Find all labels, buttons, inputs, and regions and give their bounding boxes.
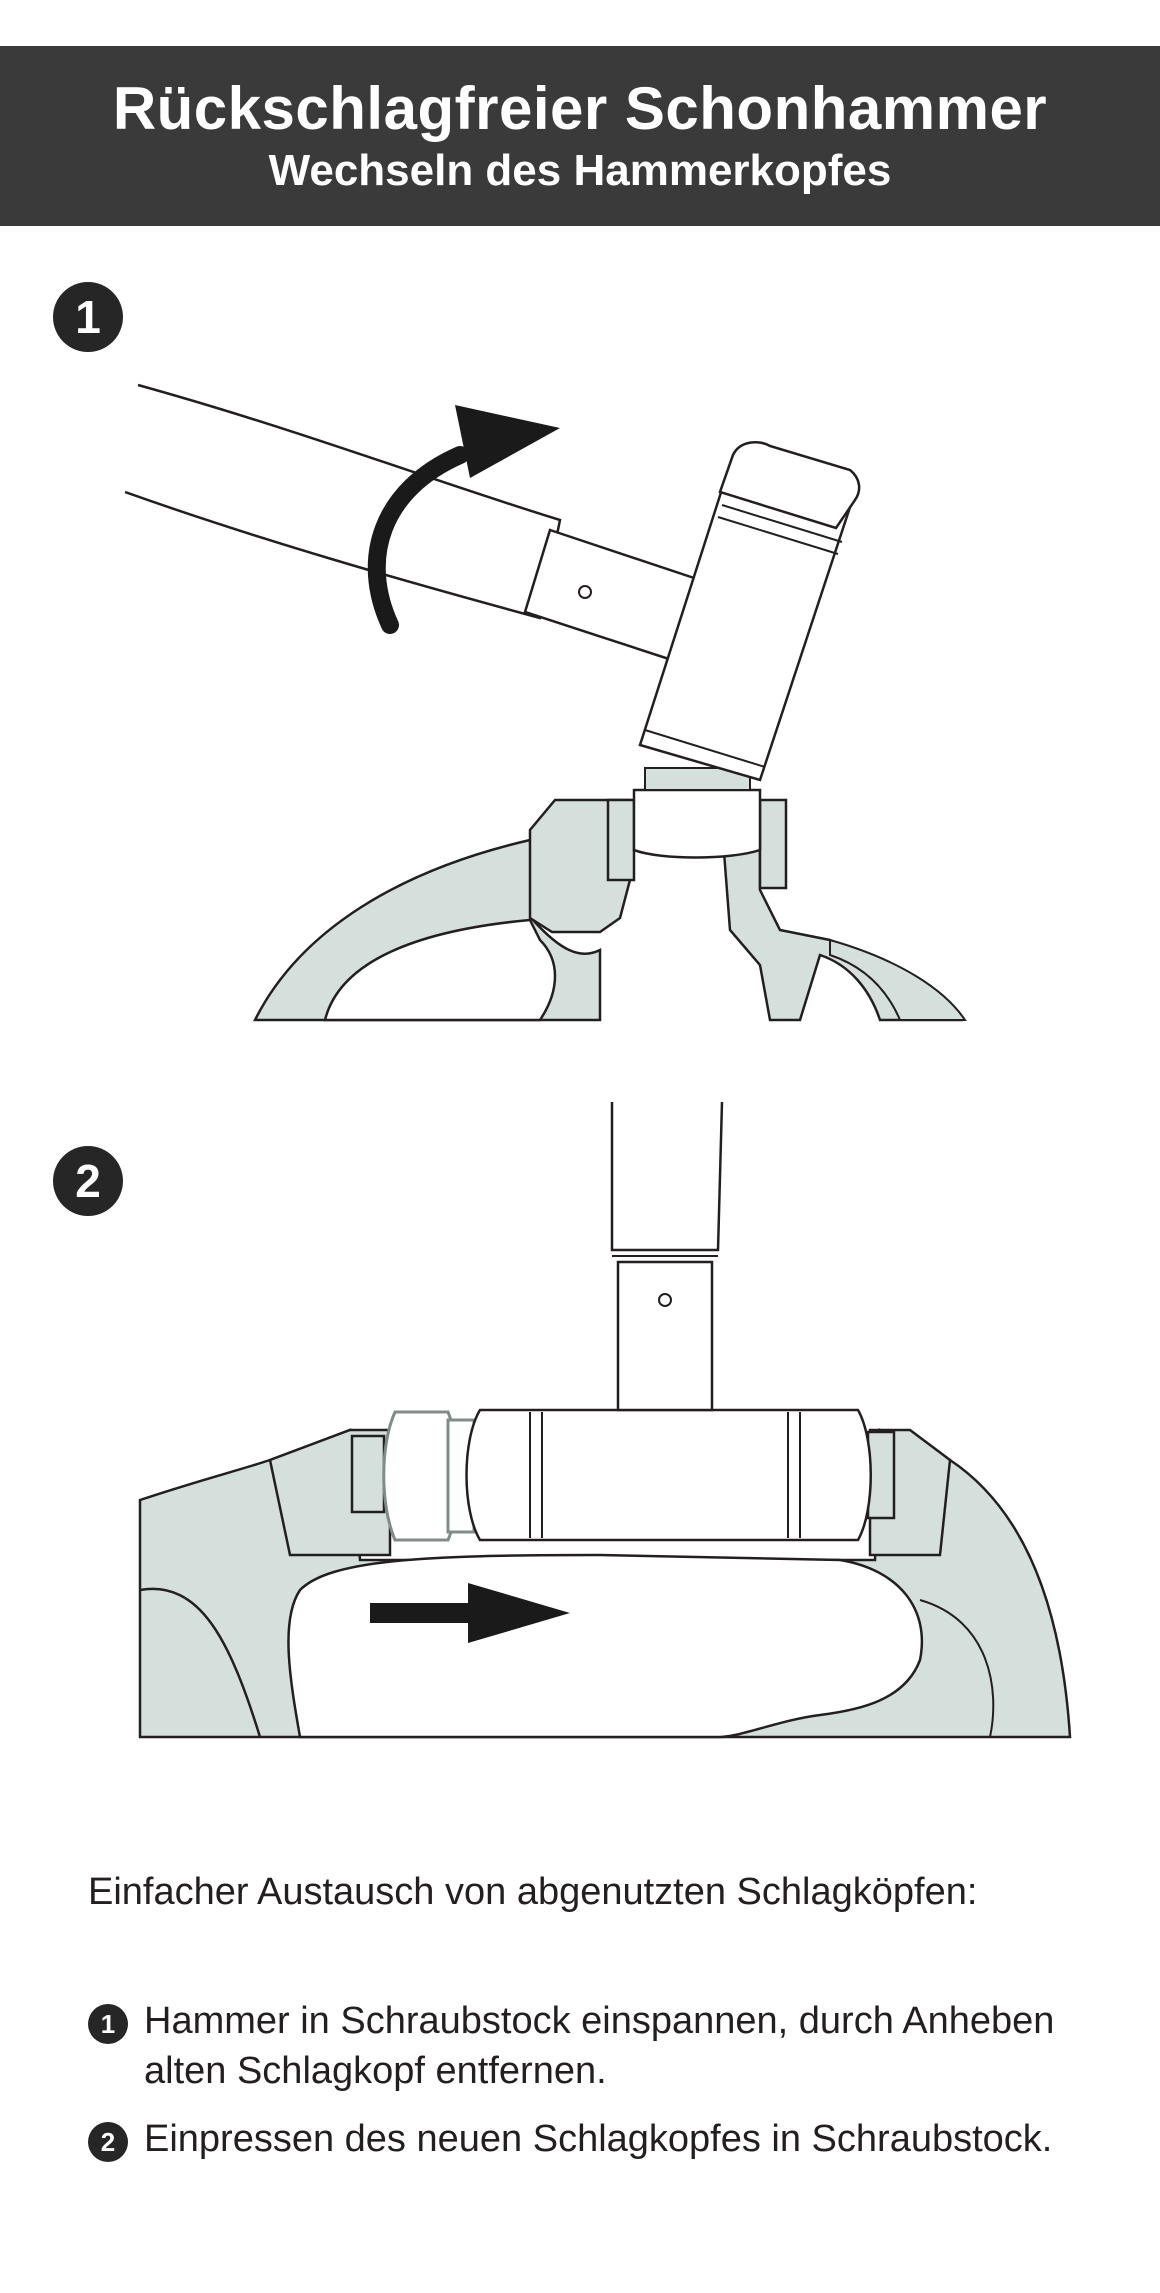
- instruction-step-1-text: Hammer in Schraubstock einspannen, durch…: [144, 2000, 1055, 2092]
- hammer-handle-1: [124, 383, 562, 620]
- hammer-cap-1: [718, 441, 861, 530]
- step-1-badge: 1: [53, 282, 123, 352]
- hammer-handle-2: [610, 1101, 724, 1252]
- intro-text: Einfacher Austausch von abgenutzten Schl…: [88, 1871, 978, 1913]
- page-title: Rückschlagfreier Schonhammer: [112, 75, 1048, 142]
- vise-jaw-left-1: [528, 798, 632, 934]
- vise-groove-right: [919, 1599, 995, 1738]
- hammer-ferrule-2: [616, 1260, 714, 1412]
- clamp-pad-right-1: [758, 798, 788, 890]
- old-head-stub: [632, 788, 762, 859]
- clamp-pad-left-1: [606, 798, 636, 882]
- page-subtitle: Wechseln des Hammerkopfes: [268, 146, 892, 195]
- instruction-step-1-number: 1: [88, 2004, 128, 2044]
- press-arrowhead: [468, 1583, 570, 1643]
- step-2-badge: 2: [53, 1146, 123, 1216]
- vise-inner-left-1: [323, 918, 557, 1022]
- clamp-pad-left-2: [350, 1434, 386, 1514]
- rotate-arrowhead: [455, 405, 560, 478]
- clamp-pad-right-2: [866, 1430, 896, 1520]
- illustration-step-1: [124, 383, 967, 1022]
- instruction-step-2-number: 2: [88, 2122, 128, 2162]
- old-head-thread: [644, 767, 751, 791]
- ferrule-hole-2: [658, 1293, 672, 1307]
- header-banner: Rückschlagfreier Schonhammer Wechseln de…: [0, 46, 1160, 226]
- rotate-arrow: [367, 446, 469, 634]
- illustration-step-2: [138, 1101, 1072, 1739]
- ferrule-hole-1: [578, 585, 592, 599]
- vise-outer-right-1: [829, 938, 967, 1021]
- press-arrow-shaft: [370, 1603, 470, 1623]
- hammer-head-2: [465, 1408, 872, 1542]
- instruction-step-2-text: Einpressen des neuen Schlagkopfes in Sch…: [144, 2118, 1053, 2160]
- vise-groove-left: [139, 1587, 262, 1738]
- vise-opening-2: [287, 1553, 924, 1739]
